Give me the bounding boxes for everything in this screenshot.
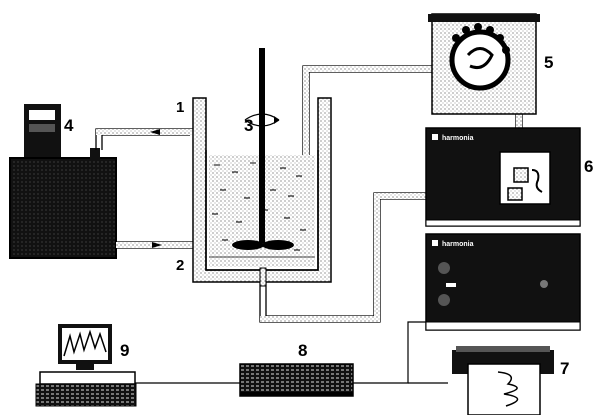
meter-brand: harmonia [442,241,474,248]
label-5: 5 [544,53,553,72]
label-3: 3 [244,116,253,135]
computer [36,324,136,406]
thermostat [10,104,116,258]
label-4: 4 [64,116,74,135]
label-1: 1 [176,99,184,116]
label-2: 2 [176,257,184,274]
titrator-brand: harmonia [442,135,474,142]
label-9: 9 [120,341,129,360]
plotter [452,346,554,415]
interface-unit [240,364,353,396]
peristaltic-pump [428,14,540,114]
autotitrator: harmonia [426,128,580,226]
label-6: 6 [584,157,593,176]
ph-meter: harmonia [426,234,580,330]
label-7: 7 [560,359,569,378]
label-8: 8 [298,341,307,360]
